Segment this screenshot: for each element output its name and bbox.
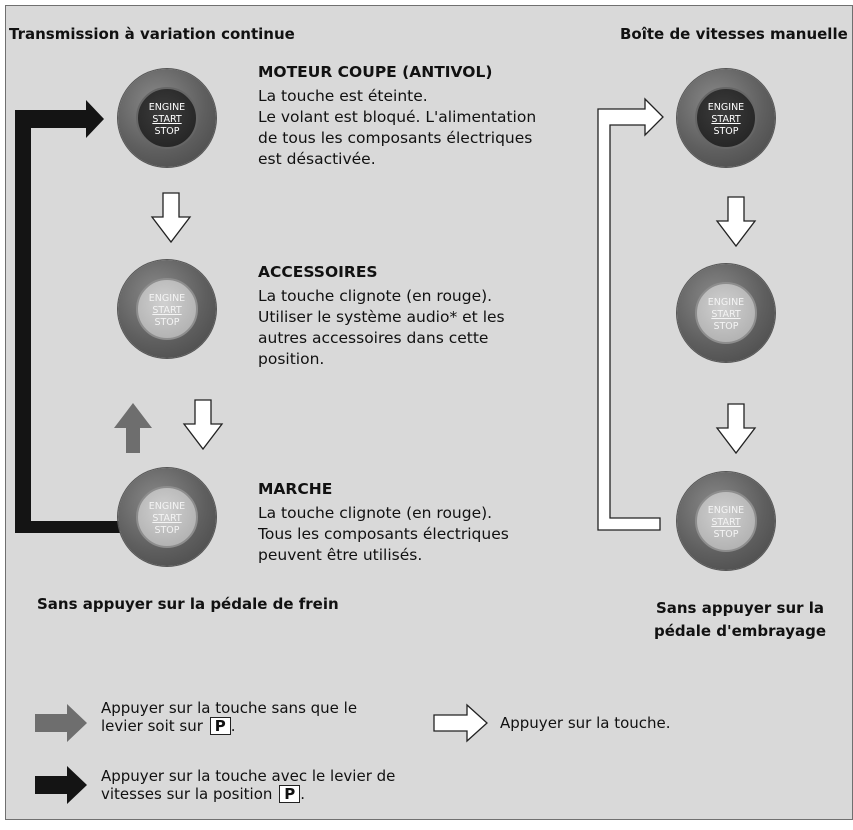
park-position-box: P <box>209 717 231 735</box>
mode-on-line: peuvent être utilisés. <box>258 546 423 564</box>
engine-button-on: ENGINE START STOP <box>118 468 216 566</box>
mode-on-title: MARCHE <box>258 480 333 498</box>
engine-button-face: ENGINE START STOP <box>136 278 198 340</box>
mode-accessory-line: Utiliser le système audio* et les <box>258 308 505 326</box>
start-label: START <box>711 517 741 528</box>
engine-button-face: ENGINE START STOP <box>695 490 757 552</box>
manual-button-on: ENGINE START STOP <box>677 472 775 570</box>
start-label: START <box>152 513 182 524</box>
legend-black-line: vitesses sur la position <box>101 785 273 803</box>
mode-on-line: Tous les composants électriques <box>258 525 509 543</box>
mode-off-title: MOTEUR COUPE (ANTIVOL) <box>258 63 493 81</box>
down-arrow-off-to-acc <box>150 192 192 244</box>
legend-black-line: Appuyer sur la touche avec le levier de <box>101 767 396 785</box>
white-return-arrow <box>597 97 664 531</box>
engine-button-accessory: ENGINE START STOP <box>118 260 216 358</box>
stop-label: STOP <box>713 126 739 137</box>
legend-gray-line: Appuyer sur la touche sans que le <box>101 699 358 717</box>
legend-white-text: Appuyer sur la touche. <box>500 714 671 732</box>
caption-clutch-line: Sans appuyer sur la <box>655 599 825 617</box>
manual-button-accessory: ENGINE START STOP <box>677 264 775 362</box>
engine-label: ENGINE <box>148 102 186 113</box>
down-arrow-acc-to-on <box>182 399 224 451</box>
down-arrow-manual-2 <box>715 403 757 455</box>
legend-gray-arrow-icon <box>35 704 87 742</box>
engine-button-face: ENGINE START STOP <box>695 282 757 344</box>
down-arrow-manual-1 <box>715 196 757 248</box>
mode-accessory-line: La touche clignote (en rouge). <box>258 287 493 305</box>
mode-off-line: est désactivée. <box>258 150 376 168</box>
engine-button-face: ENGINE START STOP <box>136 87 198 149</box>
mode-on-description: MARCHE La touche clignote (en rouge). To… <box>258 479 509 566</box>
legend-gray-line: levier soit sur <box>101 717 203 735</box>
engine-label: ENGINE <box>148 293 186 304</box>
engine-label: ENGINE <box>707 102 745 113</box>
legend-period: . <box>230 717 236 735</box>
start-label: START <box>711 114 741 125</box>
header-manual: Boîte de vitesses manuelle <box>620 25 848 43</box>
engine-button-off: ENGINE START STOP <box>118 69 216 167</box>
engine-button-face: ENGINE START STOP <box>695 87 757 149</box>
caption-clutch-line: pédale d'embrayage <box>653 622 827 640</box>
engine-label: ENGINE <box>148 501 186 512</box>
stop-label: STOP <box>154 525 180 536</box>
header-cvt: Transmission à variation continue <box>9 25 295 43</box>
legend-white-arrow-icon <box>433 703 488 743</box>
stop-label: STOP <box>713 321 739 332</box>
stop-label: STOP <box>713 529 739 540</box>
mode-accessory-line: position. <box>258 350 325 368</box>
mode-off-description: MOTEUR COUPE (ANTIVOL) La touche est éte… <box>258 62 536 170</box>
stop-label: STOP <box>154 317 180 328</box>
gray-up-arrow-on-to-acc <box>114 403 152 453</box>
engine-label: ENGINE <box>707 505 745 516</box>
manual-button-off: ENGINE START STOP <box>677 69 775 167</box>
mode-off-line: Le volant est bloqué. L'alimentation <box>258 108 537 126</box>
legend-black-text: Appuyer sur la touche avec le levier de … <box>101 767 395 803</box>
start-label: START <box>711 309 741 320</box>
mode-off-line: La touche est éteinte. <box>258 87 428 105</box>
caption-clutch: Sans appuyer sur la pédale d'embrayage <box>650 597 830 643</box>
engine-label: ENGINE <box>707 297 745 308</box>
stop-label: STOP <box>154 126 180 137</box>
black-return-arrow <box>15 100 120 533</box>
mode-off-line: de tous les composants électriques <box>258 129 533 147</box>
caption-brake: Sans appuyer sur la pédale de frein <box>37 595 339 613</box>
park-position-box: P <box>279 785 301 803</box>
mode-on-line: La touche clignote (en rouge). <box>258 504 493 522</box>
mode-accessory-line: autres accessoires dans cette <box>258 329 489 347</box>
mode-accessory-title: ACCESSOIRES <box>258 263 378 281</box>
legend-gray-text: Appuyer sur la touche sans que le levier… <box>101 699 357 735</box>
legend-black-arrow-icon <box>35 766 87 804</box>
legend-period: . <box>300 785 305 803</box>
engine-button-face: ENGINE START STOP <box>136 486 198 548</box>
start-label: START <box>152 114 182 125</box>
mode-accessory-description: ACCESSOIRES La touche clignote (en rouge… <box>258 262 505 370</box>
start-label: START <box>152 305 182 316</box>
